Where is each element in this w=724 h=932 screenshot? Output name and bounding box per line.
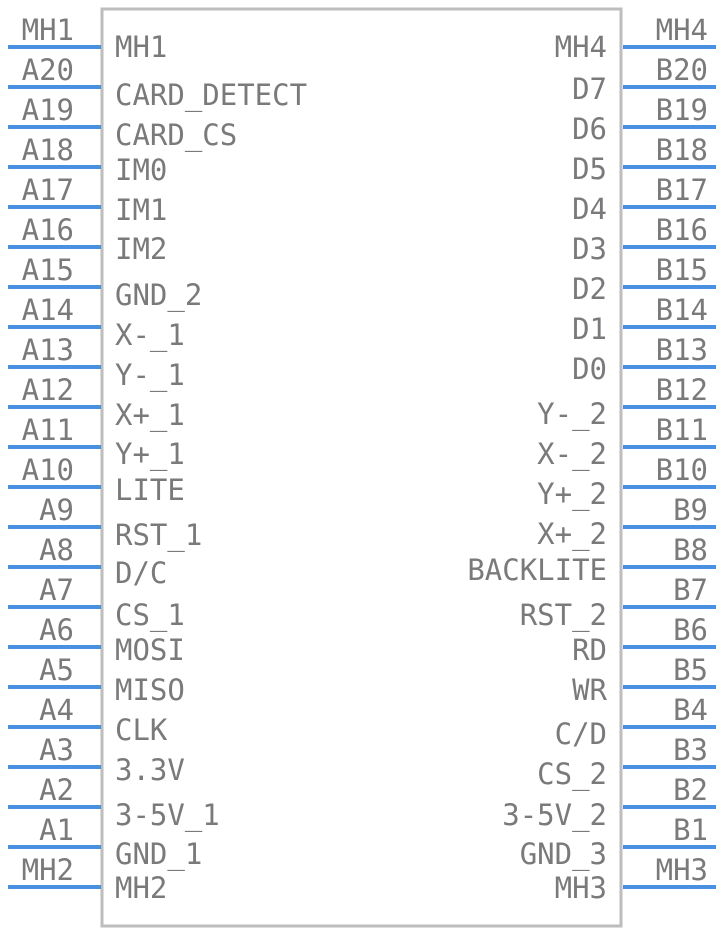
left-pin-label: Y+_1	[115, 437, 185, 472]
right-pin-number: B9	[673, 493, 708, 527]
left-pin-label: IM2	[115, 232, 167, 266]
right-pin-number: B16	[656, 213, 708, 247]
right-pin-label: D4	[572, 192, 607, 226]
right-pin-label: Y-_2	[537, 397, 607, 432]
right-pin-number: B2	[673, 773, 708, 807]
left-pin-number: A9	[39, 493, 74, 527]
right-pin-label: WR	[572, 673, 607, 707]
left-pin-label: MISO	[115, 673, 185, 707]
left-pin-label: D/C	[115, 556, 167, 590]
right-pin-number: B19	[656, 93, 708, 127]
left-pin-label: Y-_1	[115, 358, 185, 393]
right-pin-label: C/D	[555, 717, 607, 751]
right-pin-group: MH4MH4B20D7B19D6B18D5B17D4B16D3B15D2B14D…	[467, 13, 716, 905]
left-pin-number: A17	[22, 173, 74, 207]
right-pin-label: X+_2	[537, 517, 607, 552]
left-pin-label: GND_1	[115, 837, 202, 872]
left-pin-label: CARD_CS	[115, 118, 237, 153]
left-pin-number: A13	[22, 333, 74, 367]
left-pin-number: A16	[22, 213, 74, 247]
right-pin-number: B10	[656, 453, 708, 487]
right-pin-label: D7	[572, 72, 607, 106]
right-pin-number: MH4	[656, 13, 708, 47]
left-pin-label: RST_1	[115, 518, 202, 553]
right-pin-label: D6	[572, 112, 607, 146]
right-pin-label: D0	[572, 352, 607, 386]
left-pin-number: A7	[39, 573, 74, 607]
right-pin-label: D1	[572, 312, 607, 346]
left-pin-number: A1	[39, 813, 74, 847]
left-pin-number: A14	[22, 293, 74, 327]
left-pin-number: A15	[22, 253, 74, 287]
left-pin-number: A20	[22, 53, 74, 87]
right-pin-label: BACKLITE	[467, 553, 607, 587]
right-pin-number: B12	[656, 373, 708, 407]
right-pin-number: B7	[673, 573, 708, 607]
left-pin-label: X+_1	[115, 398, 185, 433]
right-pin-number: B1	[673, 813, 708, 847]
left-pin-label: CLK	[115, 713, 168, 747]
right-pin-label: MH4	[555, 30, 607, 64]
right-pin-number: B13	[656, 333, 708, 367]
left-pin-label: CARD_DETECT	[115, 78, 307, 113]
right-pin-label: RST_2	[520, 598, 607, 633]
left-pin-number: A19	[22, 93, 74, 127]
right-pin-number: B15	[656, 253, 708, 287]
right-pin-label: RD	[572, 633, 607, 667]
left-pin-number: A11	[22, 413, 74, 447]
right-pin-label: MH3	[555, 871, 607, 905]
component-body	[100, 7, 623, 928]
right-pin-label: D3	[572, 232, 607, 266]
left-pin-label: MH1	[115, 30, 167, 64]
left-pin-label: 3.3V	[115, 753, 185, 787]
right-pin-number: B11	[656, 413, 708, 447]
left-pin-label: MOSI	[115, 633, 185, 667]
right-pin-label: X-_2	[537, 437, 607, 472]
right-pin-number: B4	[673, 693, 708, 727]
right-pin-number: B3	[673, 733, 708, 767]
right-pin-number: B8	[673, 533, 708, 567]
left-pin-number: A18	[22, 133, 74, 167]
left-pin-number: MH1	[22, 13, 74, 47]
left-pin-number: A2	[39, 773, 74, 807]
left-pin-number: A10	[22, 453, 74, 487]
right-pin-number: B5	[673, 653, 708, 687]
right-pin-number: B18	[656, 133, 708, 167]
left-pin-number: A5	[39, 653, 74, 687]
left-pin-label: IM1	[115, 193, 167, 227]
right-pin-number: B20	[656, 53, 708, 87]
left-pin-number: A4	[39, 693, 74, 727]
left-pin-label: 3-5V_1	[115, 798, 220, 833]
right-pin-number: B17	[656, 173, 708, 207]
right-pin-number: B14	[656, 293, 708, 327]
left-pin-label: LITE	[115, 473, 185, 507]
right-pin-label: 3-5V_2	[502, 798, 607, 833]
right-pin-label: CS_2	[537, 757, 607, 792]
right-pin-number: B6	[673, 613, 708, 647]
left-pin-number: A3	[39, 733, 74, 767]
right-pin-label: D2	[572, 272, 607, 306]
right-pin-label: Y+_2	[537, 477, 607, 512]
left-pin-label: CS_1	[115, 598, 185, 633]
left-pin-number: MH2	[22, 853, 74, 887]
right-pin-label: GND_3	[520, 837, 607, 872]
left-pin-number: A12	[22, 373, 74, 407]
left-pin-label: MH2	[115, 871, 167, 905]
right-pin-label: D5	[572, 152, 607, 186]
left-pin-label: IM0	[115, 153, 167, 187]
left-pin-number: A8	[39, 533, 74, 567]
right-pin-number: MH3	[656, 853, 708, 887]
left-pin-number: A6	[39, 613, 74, 647]
left-pin-label: GND_2	[115, 278, 202, 313]
left-pin-label: X-_1	[115, 318, 185, 353]
